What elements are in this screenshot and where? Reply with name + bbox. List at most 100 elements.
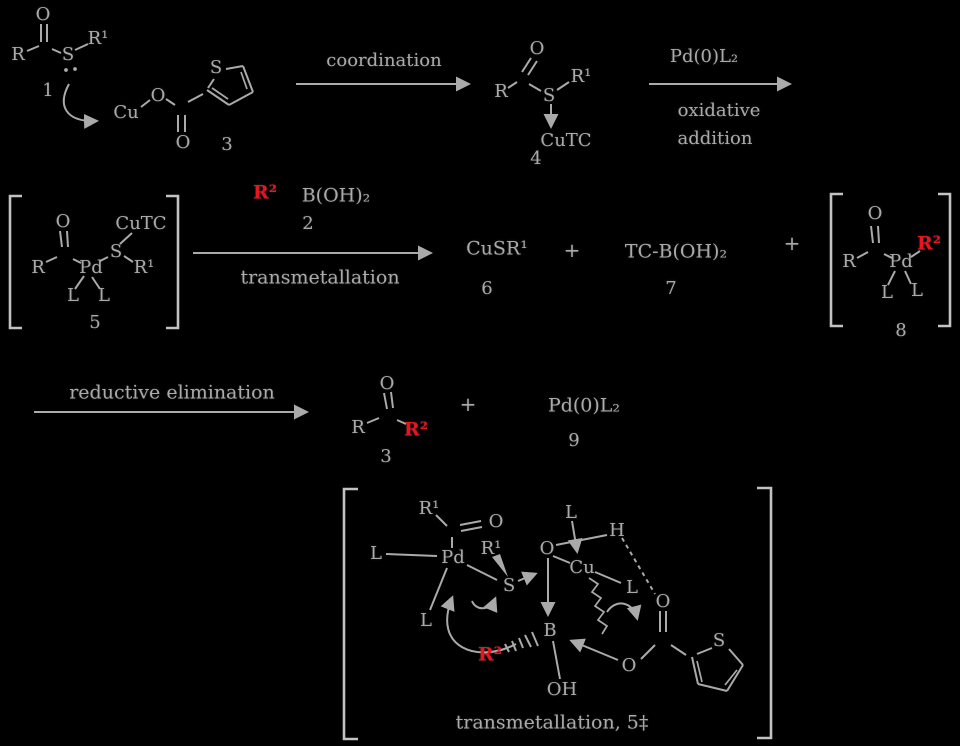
structure-5-bonds <box>8 194 180 330</box>
wedge-bond-r1-s <box>492 554 508 577</box>
group-CuTC-complex-4: CuTC <box>540 130 592 151</box>
compound-number-product-3: 3 <box>380 446 392 467</box>
lone-pair-dot <box>73 67 77 71</box>
group-OH-ts: OH <box>546 679 578 700</box>
compound-TCBOH2-7: TC-B(OH)₂ <box>624 240 728 263</box>
caption-transmetallation-ts: transmetallation, 5‡ <box>455 711 649 734</box>
plus-sign-row2a: + <box>563 238 581 262</box>
atom-R-product: R <box>351 417 365 438</box>
atom-S-complex-4: S <box>542 85 556 106</box>
group-BOH2-boronic-acid: B(OH)₂ <box>301 184 371 207</box>
atom-O-thioester-1: O <box>35 4 51 25</box>
compound-CuSR1-6: CuSR¹ <box>466 237 528 260</box>
compound-number-1: 1 <box>42 80 54 101</box>
atom-O-product: O <box>379 373 395 394</box>
product-ketone-bonds <box>366 391 407 425</box>
arrow-s-to-boronate <box>517 571 538 586</box>
structure-8-bonds <box>829 192 952 328</box>
compound-number-4: 4 <box>530 148 542 169</box>
structure-3-cutc-bonds <box>140 65 254 132</box>
atom-Cu-ts: Cu <box>569 557 595 578</box>
compound-number-3: 3 <box>221 134 233 155</box>
atom-B-ts: B <box>543 620 557 641</box>
transition-state-bonds <box>342 486 773 741</box>
arrow-o-to-b <box>569 638 619 661</box>
atom-S-thioester-1: S <box>61 44 75 65</box>
bracket-right-8 <box>938 192 952 328</box>
bracket-left-8 <box>829 192 843 328</box>
ligand-L-complex-8b: L <box>911 280 923 301</box>
curved-arrow-near-o <box>606 602 642 621</box>
atom-R-thioester-1: R <box>11 44 25 65</box>
arrow-l-to-cu <box>567 520 583 554</box>
compound-number-7: 7 <box>665 278 677 299</box>
ligand-L-ts-cu-right: L <box>626 577 638 598</box>
atom-O-ts-carbonyl: O <box>655 591 671 612</box>
curved-arrow-s-to-cu <box>63 83 99 129</box>
atom-R1-complex-5: R¹ <box>133 257 155 278</box>
atom-O-complex-5: O <box>55 211 71 232</box>
atom-R-complex-8: R <box>842 251 856 272</box>
structure-1-thioester-bonds <box>26 24 99 129</box>
atom-O-ts-acyl: O <box>488 511 504 532</box>
arrow-label-oxidative: oxidative <box>677 100 761 121</box>
plus-sign-row3: + <box>459 392 477 416</box>
atom-O-ts-carboxylate: O <box>621 655 637 676</box>
atom-H-ts: H <box>609 520 625 541</box>
ligand-L-ts-pd-left: L <box>370 543 382 564</box>
atom-Pd-ts: Pd <box>441 547 465 568</box>
atom-O-complex-8: O <box>867 203 883 224</box>
atom-R1-thioester-1: R¹ <box>87 28 109 49</box>
hash-bond-r2-b <box>504 631 539 653</box>
ligand-L-ts-cu-top: L <box>565 502 577 523</box>
atom-R1-ts-acyl: R¹ <box>418 498 440 519</box>
arrow-label-transmetallation: transmetallation <box>240 266 400 289</box>
compound-number-9: 9 <box>568 430 580 451</box>
arrow-label-coordination: coordination <box>326 50 442 71</box>
ligand-L-complex-8a: L <box>881 282 893 303</box>
ligand-L-ts-pd-bottom: L <box>420 610 432 631</box>
atom-R-complex-4: R <box>494 81 508 102</box>
atom-O-cutc-3b: O <box>175 132 191 153</box>
arrow-label-pd0l2: Pd(0)L₂ <box>669 46 739 67</box>
plus-sign-row2b: + <box>783 231 801 255</box>
atom-S-ts: S <box>502 575 516 596</box>
structure-4-bonds <box>507 57 570 129</box>
atom-S-ts-thiophene: S <box>712 630 726 651</box>
bracket-right-5 <box>166 194 180 330</box>
arrow-label-reductive-elimination: reductive elimination <box>69 381 275 404</box>
group-CuTC-complex-5: CuTC <box>115 213 167 234</box>
atom-O-complex-4: O <box>529 38 545 59</box>
compound-number-8: 8 <box>895 320 907 341</box>
atom-O-cutc-3a: O <box>150 85 166 106</box>
compound-number-6: 6 <box>481 278 493 299</box>
ligand-L-complex-5b: L <box>98 285 110 306</box>
atom-Pd-complex-5: Pd <box>79 257 103 278</box>
atom-S-complex-5: S <box>109 241 123 262</box>
atom-R1-ts-thiolate: R¹ <box>480 538 502 559</box>
compound-number-2: 2 <box>302 213 314 234</box>
curved-arrow-r2-to-pd <box>440 595 517 654</box>
bracket-right-ts <box>757 486 773 740</box>
hydrogen-bond-h-o <box>621 537 656 595</box>
bracket-left-ts <box>342 487 358 741</box>
arrow-label-addition: addition <box>677 128 753 149</box>
atom-S-thiophene-3: S <box>209 57 223 78</box>
atom-Cu-cutc-3: Cu <box>113 102 139 123</box>
atom-Pd-complex-8: Pd <box>889 251 913 272</box>
bracket-left-5 <box>8 194 22 330</box>
group-R2-product: R² <box>403 418 429 441</box>
lone-pair-dot <box>64 68 68 72</box>
atom-R1-complex-4: R¹ <box>570 66 592 87</box>
curved-arrow-near-s <box>471 596 498 613</box>
compound-number-5: 5 <box>89 312 101 333</box>
group-R2-ts: R² <box>477 643 503 666</box>
zigzag-bond-cu-o <box>588 577 609 635</box>
atom-O-ts-boronate: O <box>539 538 555 559</box>
ligand-L-complex-5a: L <box>67 285 79 306</box>
atom-R-complex-5: R <box>31 257 45 278</box>
compound-Pd0L2-9: Pd(0)L₂ <box>547 394 621 417</box>
group-R2-complex-8: R² <box>916 232 942 255</box>
